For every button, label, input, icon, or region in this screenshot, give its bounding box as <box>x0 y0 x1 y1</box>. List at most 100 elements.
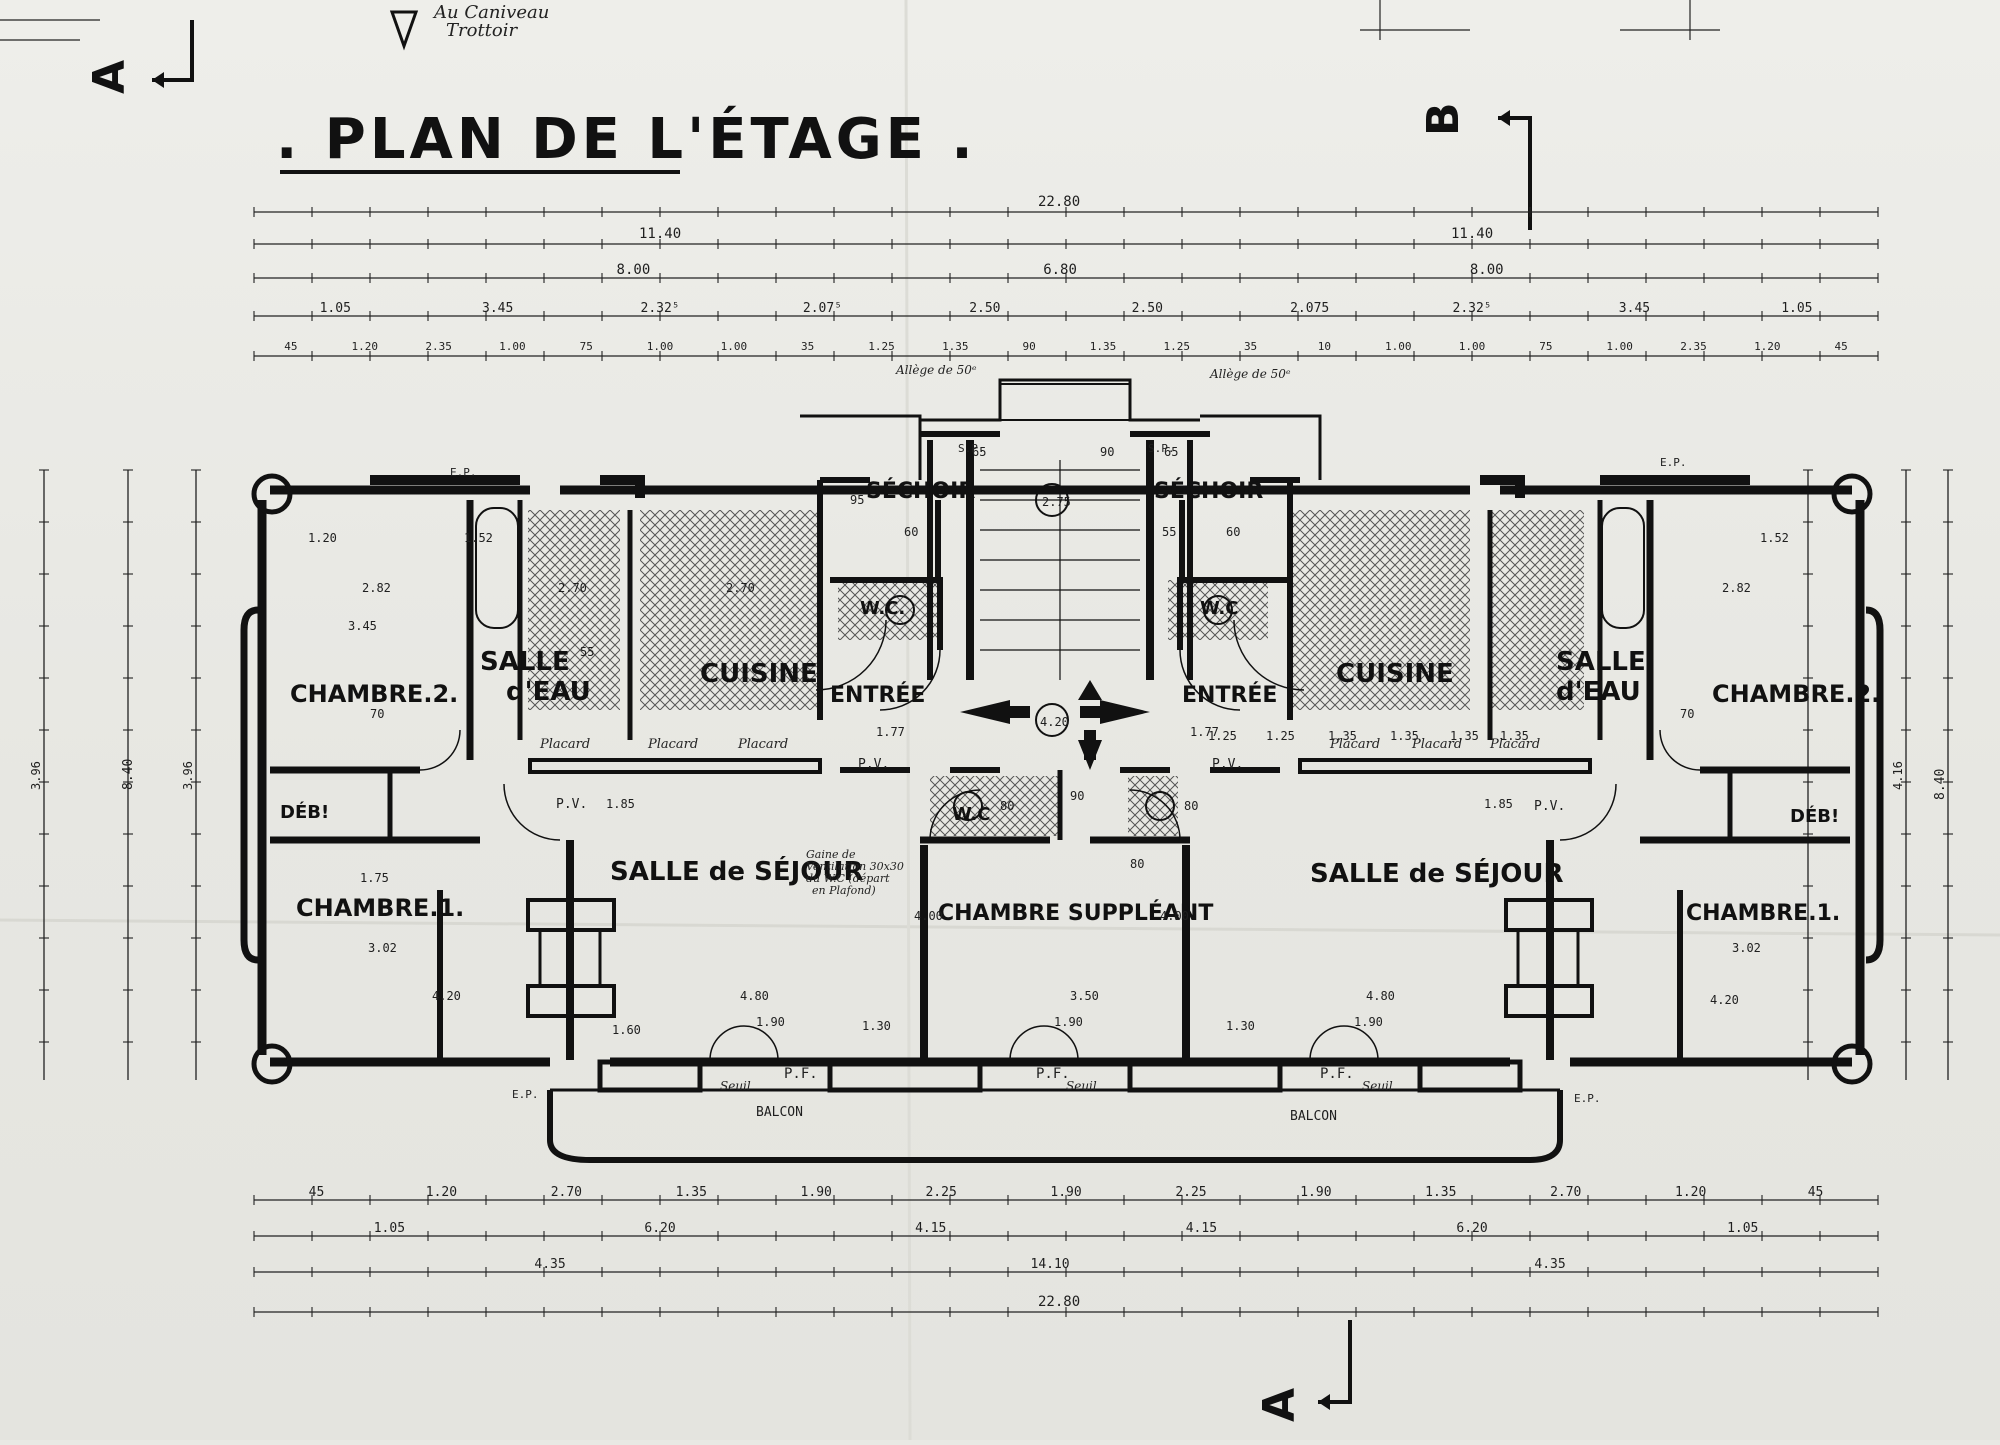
dimension-value: 4.80 <box>740 989 769 1003</box>
ep-label: E.P. <box>512 1088 539 1101</box>
dimension-value: 1.85 <box>606 797 635 811</box>
placard-label: Placard <box>1329 737 1380 752</box>
dimension-value: 4.20 <box>432 989 461 1003</box>
dimension-value: 60 <box>1226 525 1240 539</box>
dimension-value: 35 <box>1244 340 1257 353</box>
dimension-value: 4.20 <box>1710 993 1739 1007</box>
room-label-chambre-suppleant: CHAMBRE SUPPLÉANT <box>938 900 1213 926</box>
dimension-ticks <box>39 207 1953 1317</box>
gaine-note: du W.C (départ <box>806 872 890 885</box>
dimension-value: 45 <box>1834 340 1847 353</box>
balcon-label: BALCON <box>756 1105 803 1120</box>
dimension-value: 1.25 <box>1164 340 1191 353</box>
dimension-value: 95 <box>850 493 864 507</box>
dimension-value: 11.40 <box>639 226 681 242</box>
dimension-value: 6.80 <box>1043 262 1077 278</box>
pv-label: P.V. <box>858 757 889 772</box>
dimension-value: 10 <box>1318 340 1331 353</box>
room-label-sejour-left: SALLE de SÉJOUR <box>610 855 864 887</box>
dimension-value: 2.35 <box>425 340 452 353</box>
placard-label: Placard <box>647 737 698 752</box>
room-label-deb-right: DÉB! <box>1790 805 1839 827</box>
dimension-value: 1.85 <box>1484 797 1513 811</box>
placard-label: Placard <box>1411 737 1462 752</box>
dimension-value: 90 <box>1070 789 1084 803</box>
ep-label: E.P. <box>1574 1092 1601 1105</box>
landing-level-lower: 4.20 <box>1040 715 1069 729</box>
dimension-value: 35 <box>801 340 814 353</box>
dimension-lines <box>43 211 1949 1313</box>
dimension-value: 1.00 <box>1385 340 1412 353</box>
pv-label: P.V. <box>1212 757 1243 772</box>
room-label-wc-left: W.C. <box>860 598 905 619</box>
dimension-value: 4.15 <box>1186 1221 1217 1236</box>
pf-label: P.F. <box>1320 1066 1354 1082</box>
dimension-value: 11.40 <box>1451 226 1493 242</box>
dimension-value: 1.90 <box>1300 1185 1331 1200</box>
seuil-label: Seuil <box>1066 1079 1097 1093</box>
dimension-value: 60 <box>904 525 918 539</box>
seuil-label: Seuil <box>1362 1079 1393 1093</box>
dimension-value: 1.00 <box>499 340 526 353</box>
dimension-value: 2.07⁵ <box>803 301 842 316</box>
landing-level-upper: 2.75 <box>1042 495 1071 509</box>
caniveau-note: Au Caniveau Trottoir <box>389 2 549 51</box>
dimension-value: 2.50 <box>969 301 1000 316</box>
dimension-value: 1.00 <box>1606 340 1633 353</box>
dimension-value: 1.00 <box>1459 340 1486 353</box>
dimension-value: 4.35 <box>1534 1257 1565 1272</box>
dimension-value: 1.25 <box>868 340 895 353</box>
dimension-value: 2.075 <box>1290 301 1329 316</box>
dimension-total-top: 22.80 <box>1038 194 1080 210</box>
pf-label: P.F. <box>784 1066 818 1082</box>
dimension-value: 45 <box>284 340 297 353</box>
room-label-sechoir-left: SÉCHOIR <box>866 478 975 504</box>
dimension-value: 14.10 <box>1031 1257 1070 1272</box>
dimension-value: 3.96 <box>29 761 43 790</box>
dimension-value: 1.05 <box>1781 301 1812 316</box>
dimension-value: 3.02 <box>368 941 397 955</box>
dimension-value: 1.35 <box>1390 729 1419 743</box>
dimension-value: 4.15 <box>915 1221 946 1236</box>
room-label-chambre-1-right: CHAMBRE.1. <box>1686 901 1840 926</box>
dimension-value: 1.05 <box>374 1221 405 1236</box>
dimension-value: 1.20 <box>1754 340 1781 353</box>
balcon-label: BALCON <box>1290 1109 1337 1124</box>
pv-label: P.V. <box>1534 799 1565 814</box>
dimension-value: 1.35 <box>1450 729 1479 743</box>
dimension-value: 1.25 <box>1208 729 1237 743</box>
dimension-value: 3.45 <box>348 619 377 633</box>
dimension-value: 2.35 <box>1680 340 1707 353</box>
dimension-value: 2.70 <box>1550 1185 1581 1200</box>
room-label-salle-eau-left: d'EAU <box>506 677 591 707</box>
dimension-value: 2.32⁵ <box>1453 301 1492 316</box>
dimension-value: 1.35 <box>1425 1185 1456 1200</box>
dimension-value: 1.25 <box>1266 729 1295 743</box>
svg-text:B: B <box>1418 102 1469 136</box>
ep-label: E.P. <box>1660 456 1687 469</box>
allege-note-left: Allège de 50ᵉ <box>895 363 977 377</box>
dimension-value: 2.82 <box>1722 581 1751 595</box>
dimension-value: 1.77 <box>1190 725 1219 739</box>
dimension-value: 4.80 <box>1366 989 1395 1003</box>
sp-label: S.P. <box>1148 442 1175 455</box>
circulation-arrows <box>960 680 1150 770</box>
dimension-value: 2.70 <box>726 581 755 595</box>
dimension-value: 8.00 <box>1470 262 1504 278</box>
dimension-value: 1.90 <box>756 1015 785 1029</box>
dimension-value: 1.05 <box>320 301 351 316</box>
dimension-value: 80 <box>1000 799 1014 813</box>
dimension-value: 3.45 <box>1619 301 1650 316</box>
placard-label: Placard <box>1489 737 1540 752</box>
dimension-value: 4.00 <box>1160 909 1189 923</box>
room-label-entree-right: ENTRÉE <box>1182 682 1277 708</box>
dimension-value: 8.40 <box>1933 769 1948 800</box>
dimension-value: 45 <box>1808 1185 1824 1200</box>
dimension-value: 1.35 <box>942 340 969 353</box>
dimension-value: 2.50 <box>1132 301 1163 316</box>
dimension-value: 80 <box>1130 857 1144 871</box>
room-label-sechoir-right: SÉCHOIR <box>1154 478 1263 504</box>
room-label-wc-right: W.C <box>1200 598 1238 619</box>
